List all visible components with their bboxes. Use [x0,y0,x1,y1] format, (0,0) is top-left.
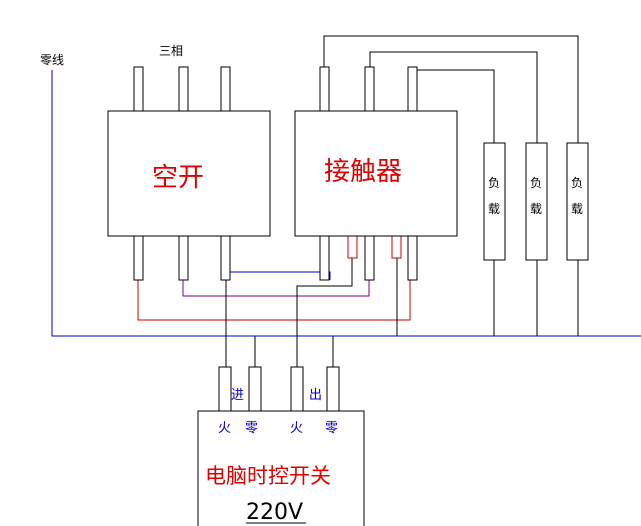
load-label-bottom: 载 [530,202,542,216]
loads: 负 载 负 载 负 载 [483,142,589,261]
timer-out-neutral-label: 零 [325,421,338,436]
load-label-top: 负 [530,176,542,190]
breaker-bottom-terminals [133,235,231,281]
wires [51,35,641,367]
timer-in-live-label: 火 [218,421,231,436]
contactor-box [294,110,458,237]
timer-in-live-terminal [218,366,232,412]
neutral-line-label: 零线 [40,53,64,67]
timer-in-label: 进 [231,388,244,403]
phase-wire-blue [225,271,331,280]
contactor-top-terminal [319,66,330,112]
breaker-bottom-terminal [133,235,144,281]
phase-wire-red [137,280,411,321]
contactor-top-terminal [364,66,375,112]
timer-out-label: 出 [309,388,322,403]
breaker-top-terminal [220,66,231,112]
timer-out-live-wire [296,258,353,367]
load-label-top: 负 [488,176,500,190]
voltage-label: 220V [246,500,303,525]
breaker-top-terminals [133,66,231,112]
contactor-top-terminals [319,66,418,112]
breaker-box [107,110,271,237]
phase-wire-purple [182,280,370,297]
load-box [525,142,548,261]
contactor-bottom-terminals [319,235,418,281]
breaker-bottom-terminal [178,235,189,281]
breaker-top-terminal [178,66,189,112]
contactor-top-terminal [407,66,418,112]
timer-out-neutral-terminal [326,366,340,412]
contactor-bottom-terminal [364,235,375,281]
timer-switch-box [197,410,365,526]
timer-out-live-terminal [290,366,304,412]
contactor-bottom-terminal [319,235,330,281]
load-box [566,142,589,261]
contactor-to-load3-wire [323,35,579,143]
timer-in-neutral-label: 零 [245,421,258,436]
timer-out-live-label: 火 [290,421,303,436]
contactor-to-load2-wire [369,51,538,143]
load-label-bottom: 载 [488,202,500,216]
breaker-top-terminal [133,66,144,112]
breaker-bottom-terminal [220,235,231,281]
timer-in-neutral-terminal [248,366,262,412]
three-phase-label: 三相 [159,44,183,58]
timer-title: 电脑时控开关 [205,464,331,488]
contactor-label: 接触器 [324,157,402,187]
neutral-wire [51,70,641,337]
load-box [483,142,506,261]
contactor-bottom-terminal [407,235,418,281]
breaker-label: 空开 [152,163,204,193]
coil-terminal [391,235,402,259]
load-label-top: 负 [571,176,583,190]
load-label-bottom: 载 [571,202,583,216]
coil-terminal [347,235,358,259]
